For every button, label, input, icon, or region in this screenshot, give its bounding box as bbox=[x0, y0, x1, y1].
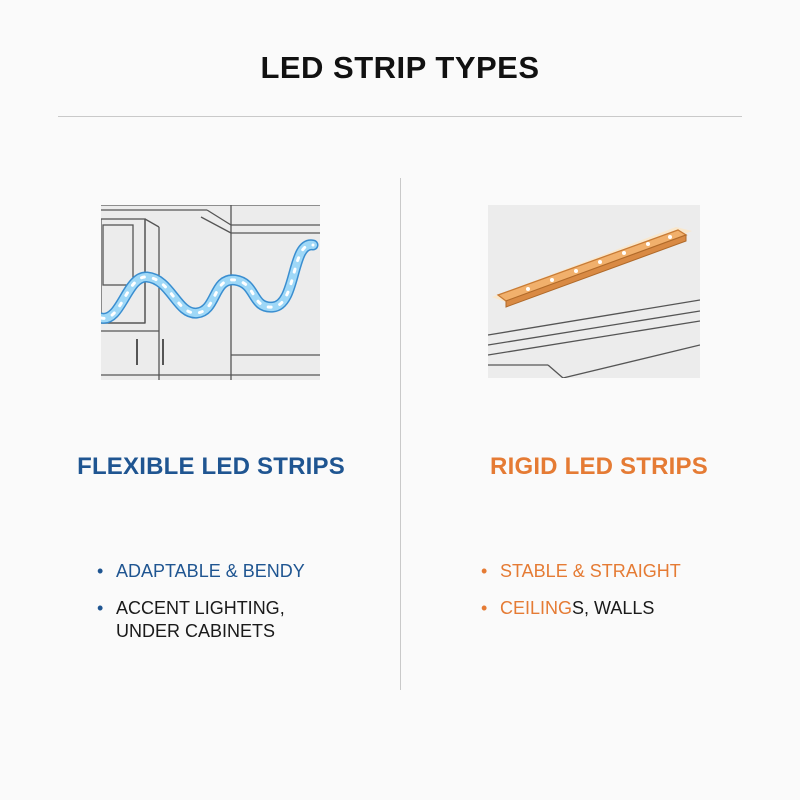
bullet-dot-icon: • bbox=[481, 598, 488, 618]
bullet-dot-icon: • bbox=[481, 561, 488, 581]
rigid-bullet-list: • STABLE & STRAIGHT • CEILINGS, WALLS bbox=[481, 560, 681, 634]
list-item: • ACCENT LIGHTING, UNDER CABINETS bbox=[97, 597, 305, 643]
flexible-bullet-text-line2: UNDER CABINETS bbox=[116, 621, 276, 641]
list-item: • CEILINGS, WALLS bbox=[481, 597, 681, 620]
flexible-heading: FLEXIBLE LED STRIPS bbox=[77, 453, 345, 480]
flexible-led-strip-illustration bbox=[101, 205, 320, 380]
column-divider bbox=[400, 178, 401, 690]
list-item: • STABLE & STRAIGHT bbox=[481, 560, 681, 583]
bullet-dot-icon: • bbox=[97, 598, 104, 618]
flexible-bullet-text: ACCENT LIGHTING, bbox=[116, 598, 285, 618]
flexible-bullet-text: ADAPTABLE & BENDY bbox=[116, 561, 305, 581]
rigid-bullet-accent: CEILING bbox=[500, 598, 573, 618]
rigid-heading: RIGID LED STRIPS bbox=[490, 453, 708, 480]
title-divider bbox=[58, 116, 742, 117]
flexible-led-strip-under-cabinet-icon bbox=[101, 205, 320, 380]
list-item: • ADAPTABLE & BENDY bbox=[97, 560, 305, 583]
rigid-led-bar-ceiling-icon bbox=[488, 227, 700, 378]
rigid-bullet-text: STABLE & STRAIGHT bbox=[500, 561, 681, 581]
rigid-led-strip-illustration bbox=[488, 205, 700, 378]
bullet-dot-icon: • bbox=[97, 561, 104, 581]
flexible-bullet-list: • ADAPTABLE & BENDY • ACCENT LIGHTING, U… bbox=[97, 560, 305, 657]
rigid-bullet-text: S, WALLS bbox=[572, 598, 655, 618]
page-title: LED STRIP TYPES bbox=[260, 50, 540, 85]
